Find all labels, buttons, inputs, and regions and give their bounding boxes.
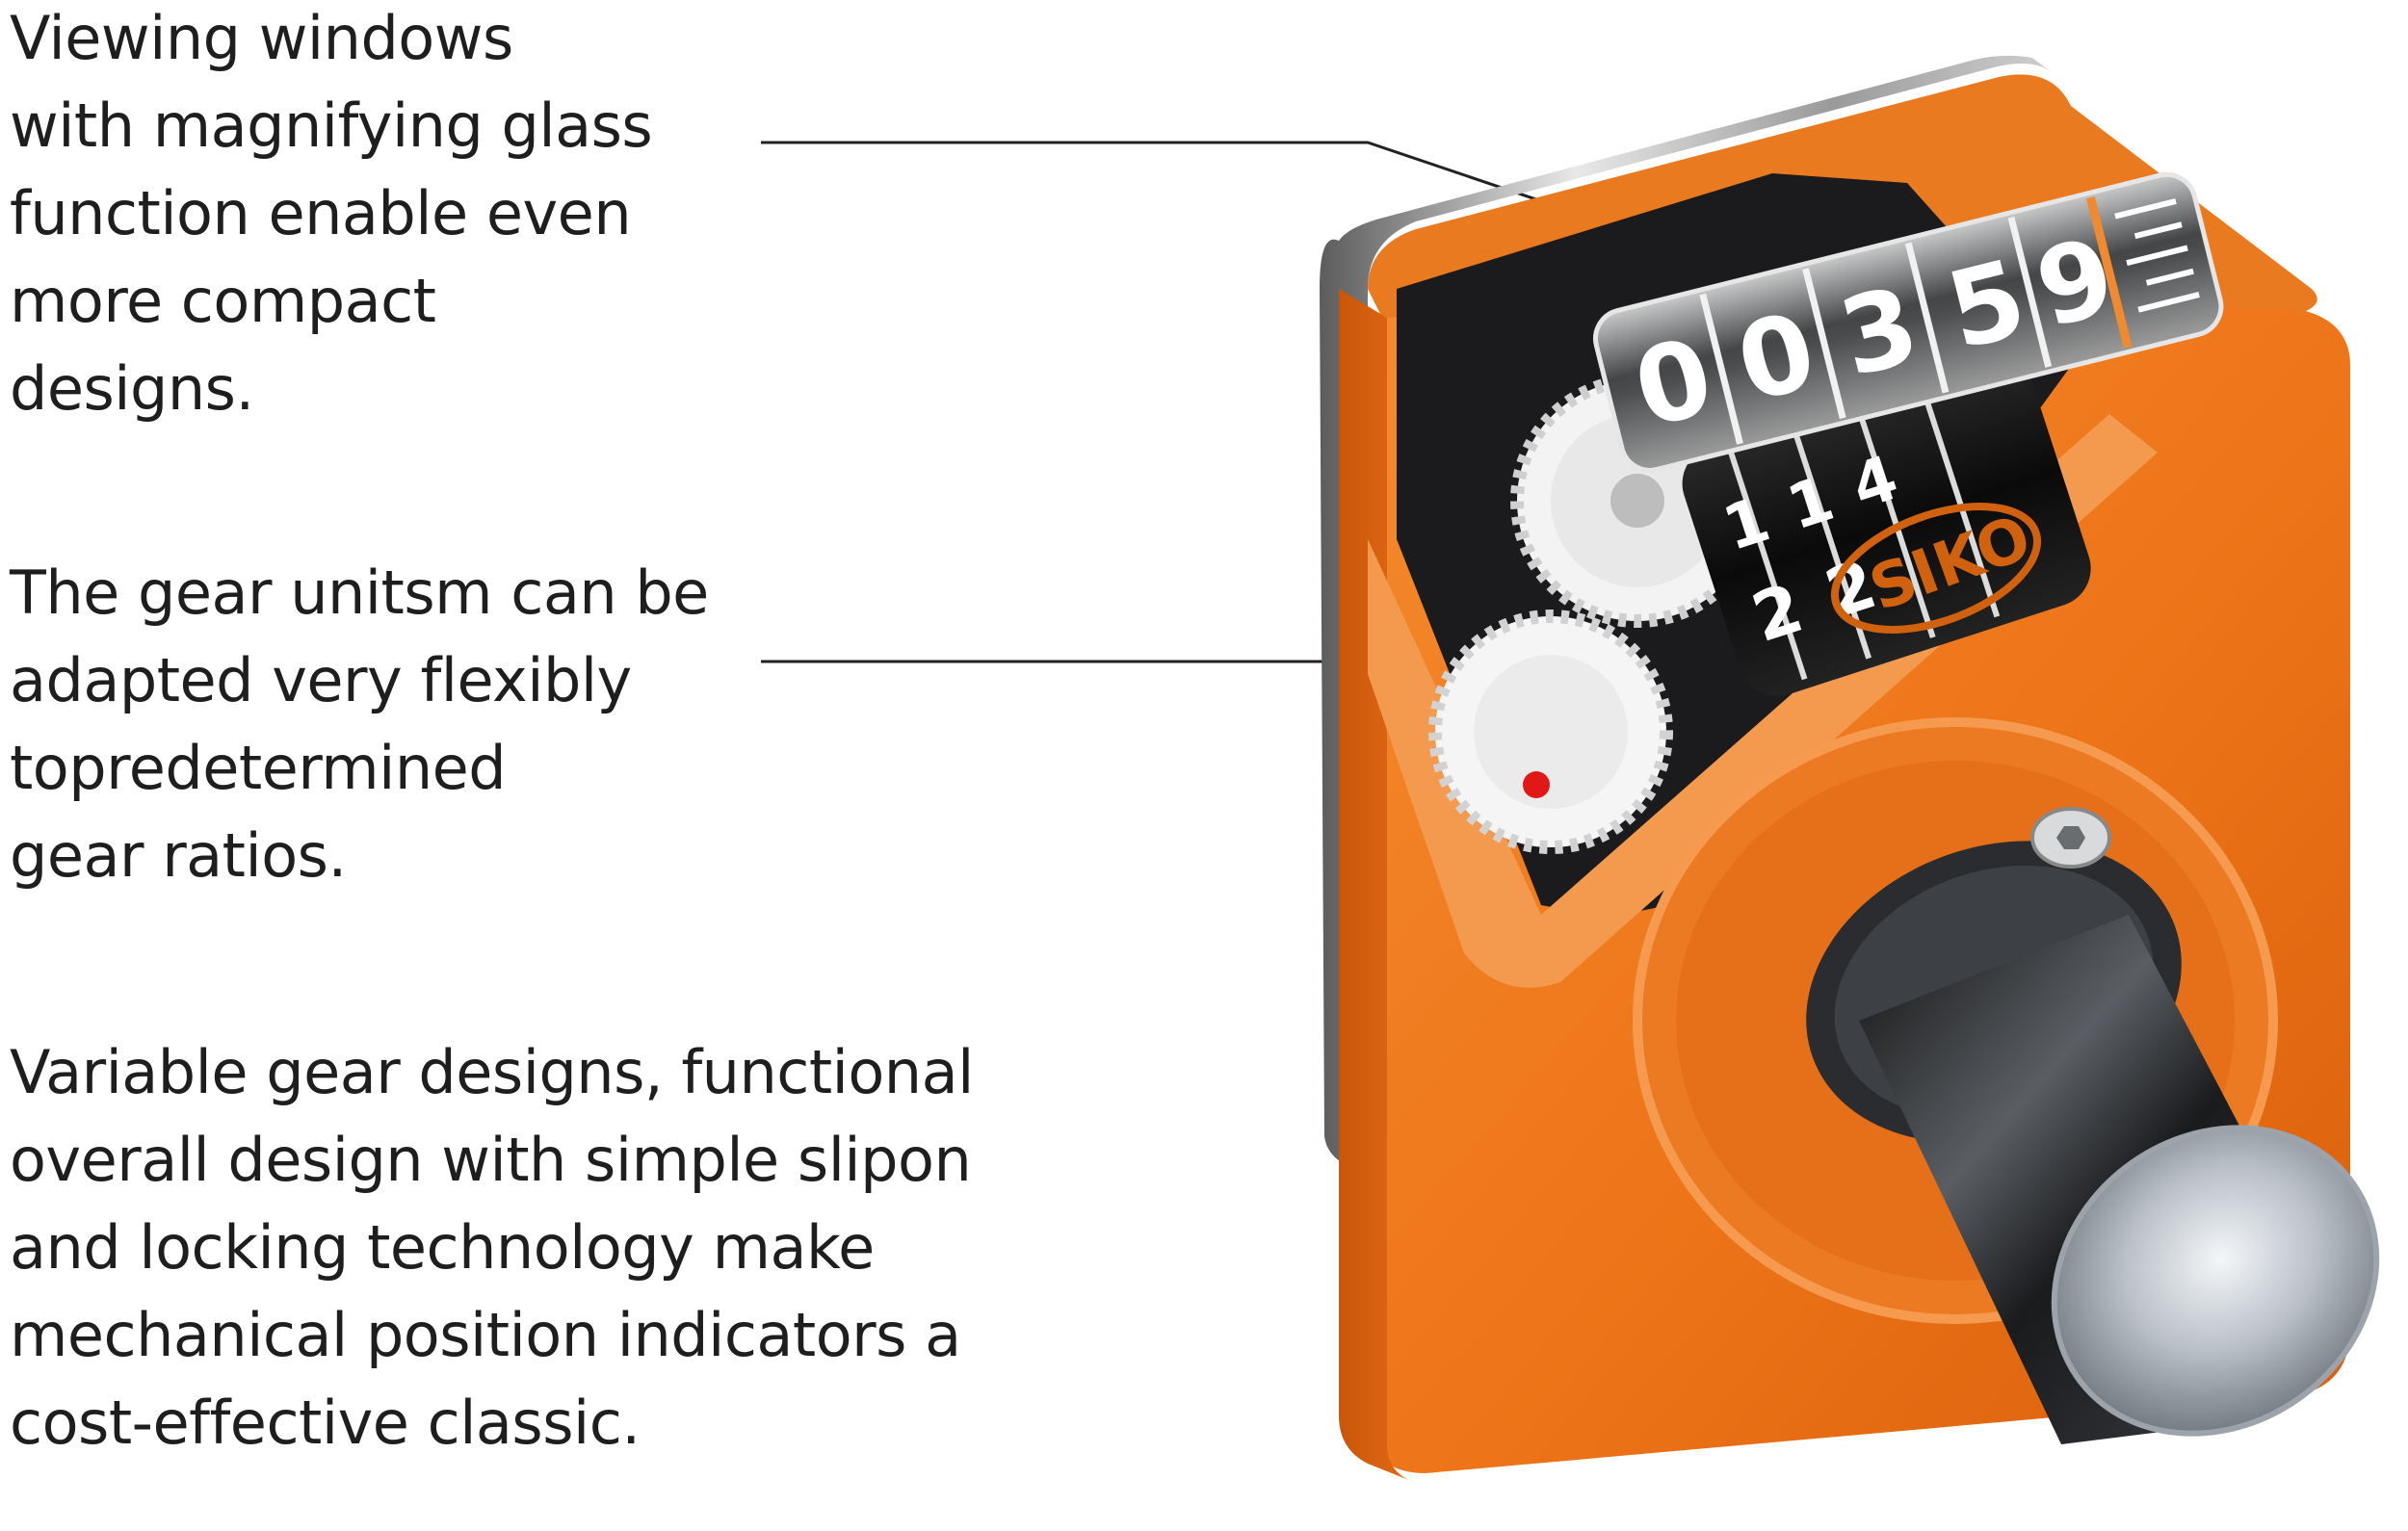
set-screw [2030,807,2111,869]
caption-line: and locking technology make [10,1212,875,1283]
caption-gear-designs: Variable gear designs, functional overal… [10,1028,974,1466]
scale-ticks [2114,197,2200,313]
gear-lower [1428,610,1673,854]
caption-line: Variable gear designs, functional [10,1037,974,1107]
caption-viewing-windows: Viewing windows with magnifying glass fu… [10,0,742,432]
caption-line: with magnifying glass [10,91,653,161]
caption-line: function enable even [10,178,632,248]
caption-line: overall design with simple slipon [10,1125,972,1195]
caption-line: topredetermined [10,733,507,803]
indicator-dot [1523,771,1550,798]
caption-line: Viewing windows [10,3,513,73]
counter-lower-drums: 1 1 4 2 2 [1682,355,2091,696]
caption-line: mechanical position indicators a [10,1300,961,1370]
caption-gear-units: The gear unitsm can be adapted very flex… [10,549,742,899]
caption-line: more compact [10,266,436,336]
caption-line: designs. [10,353,254,424]
caption-line: cost-effective classic. [10,1388,641,1458]
caption-line: adapted very flexibly [10,645,632,715]
counter-window: 0 0 3 5 9 [1593,171,2224,473]
caption-line: gear ratios. [10,820,347,891]
housing-side [1339,289,1416,1483]
caption-line: The gear unitsm can be [10,558,709,628]
knob-face [2051,1125,2380,1437]
